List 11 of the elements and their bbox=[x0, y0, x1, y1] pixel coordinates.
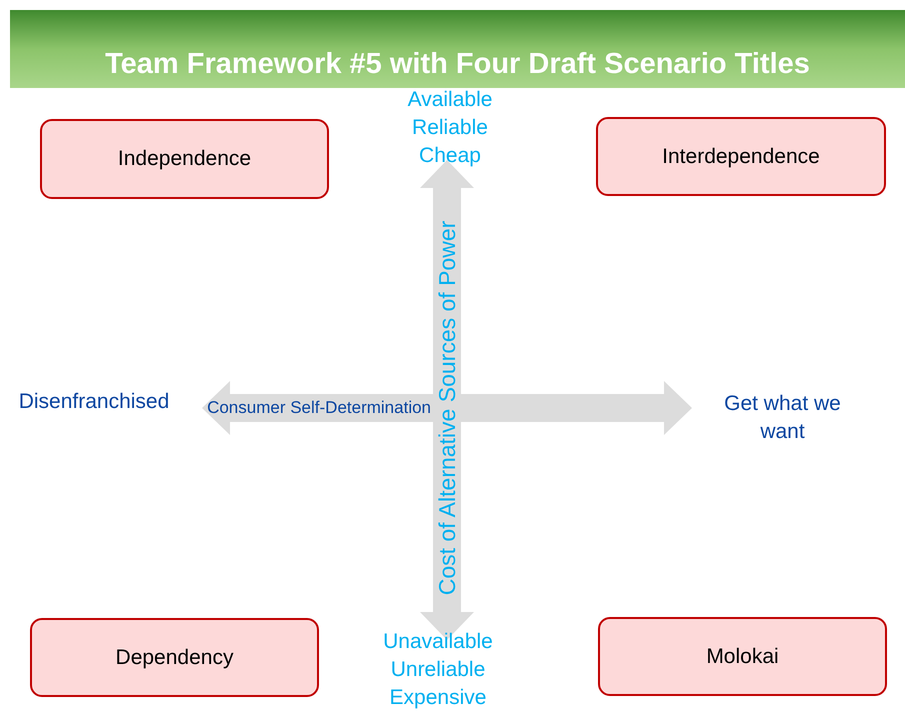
axis-end-label: Get what we want bbox=[723, 391, 842, 445]
axis-end-label: Disenfranchised bbox=[18, 389, 170, 415]
axis-end-label: Available Reliable Cheap bbox=[406, 87, 494, 169]
scenario-box: Interdependence bbox=[596, 117, 886, 196]
axis-title: Consumer Self-Determination bbox=[206, 397, 431, 419]
scenario-box: Dependency bbox=[30, 618, 319, 697]
axis-title: Cost of Alternative Sources of Power bbox=[433, 220, 461, 598]
scenario-box: Molokai bbox=[598, 617, 887, 696]
scenario-box: Independence bbox=[40, 119, 329, 199]
axis-end-label: Unavailable Unreliable Expensive bbox=[383, 629, 493, 711]
title: Team Framework #5 with Four Draft Scenario Titles bbox=[105, 47, 810, 82]
